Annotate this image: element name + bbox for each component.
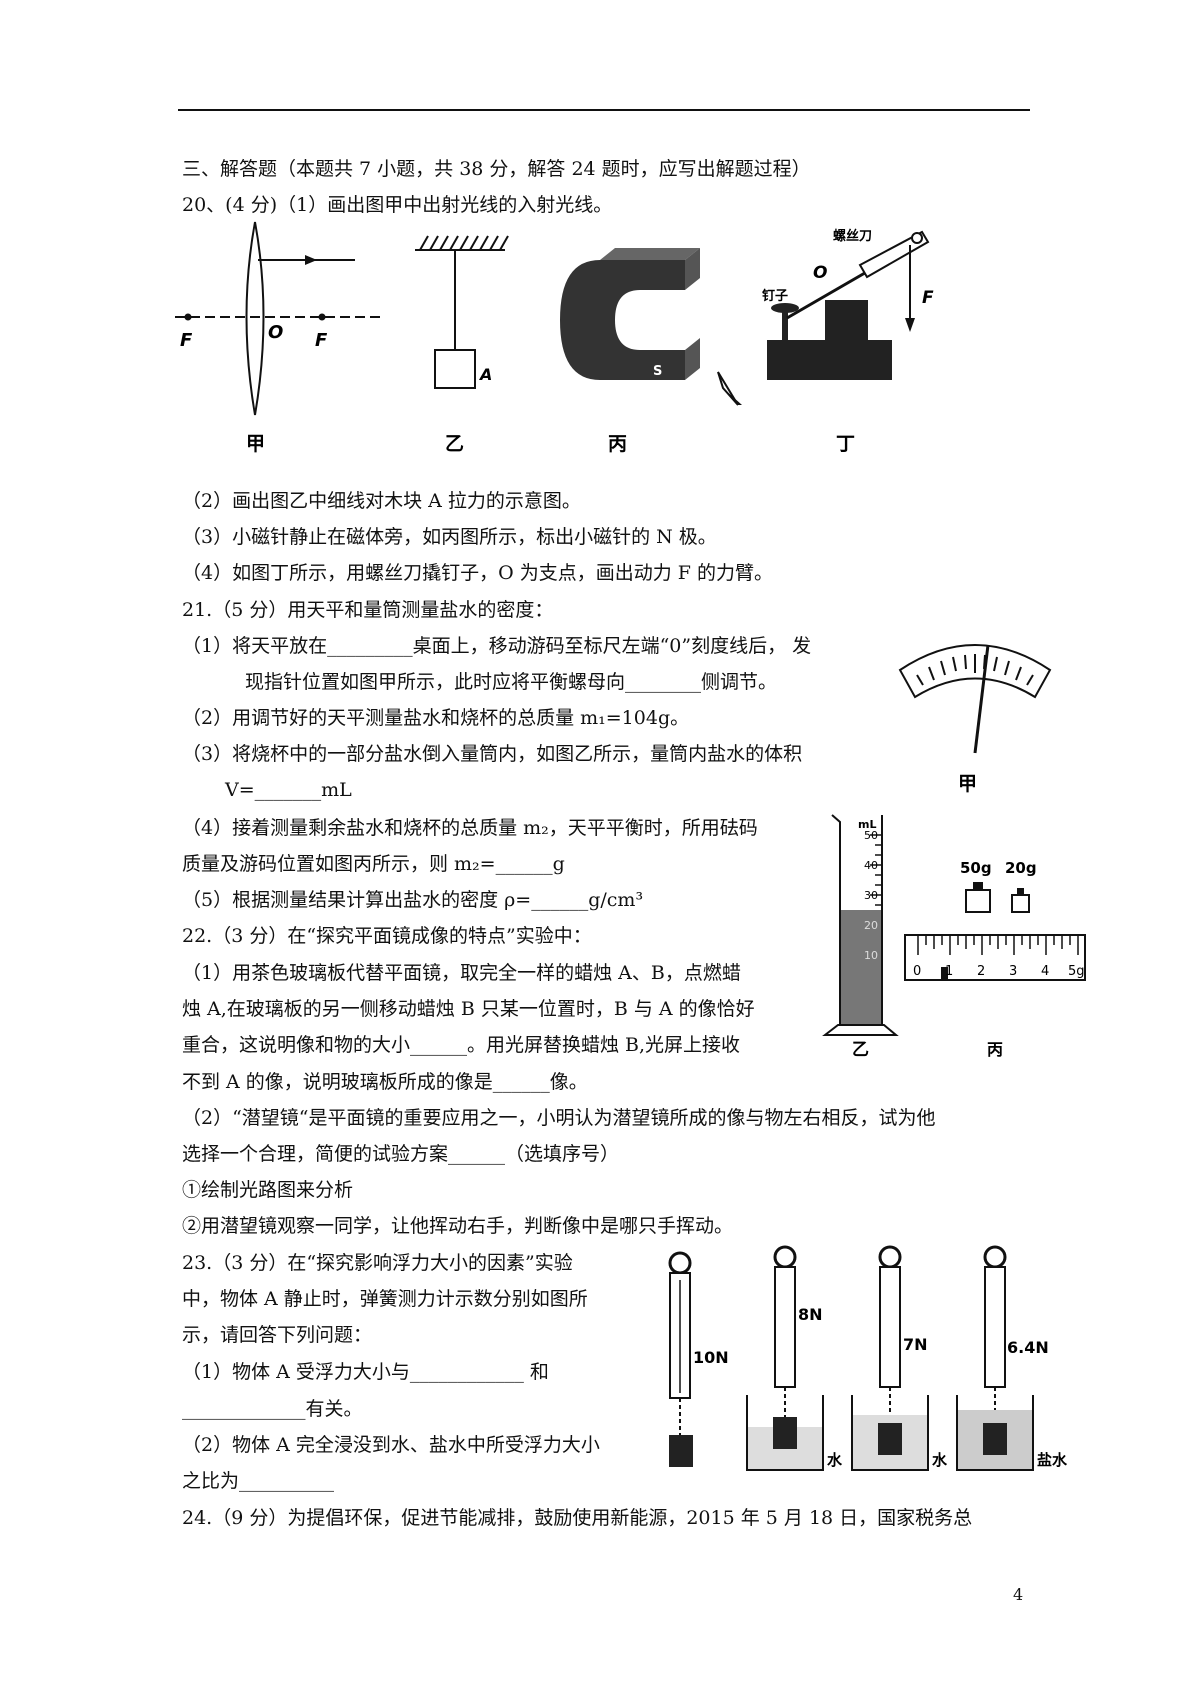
q21-fig-jia-dial: 甲 <box>898 644 1052 795</box>
q21-stem: 21.（5 分）用天平和量筒测量盐水的密度： <box>182 599 554 621</box>
q21-part4a: （4）接着测量剩余盐水和烧杯的总质量 m₂，天平平衡时，所用砝码 <box>182 817 758 839</box>
fig-jia-o: O <box>268 322 283 343</box>
reading-6-4n: 6.4N <box>1007 1338 1049 1357</box>
q23-line4: （1）物体 A 受浮力大小与____________ 和 <box>182 1361 549 1383</box>
fig-ding-o: O <box>813 263 827 283</box>
spring-scale-2: 8N 水 <box>746 1245 843 1471</box>
q21-fig-yi-cylinder: mL 50 40 30 20 10 乙 <box>822 814 899 1060</box>
cylinder-tick-50: 50 <box>864 829 878 842</box>
cylinder-tick-20: 20 <box>864 919 878 932</box>
cylinder-caption: 乙 <box>852 1040 869 1060</box>
q22-part2a: （2）“潜望镜“是平面镜的重要应用之一，小明认为潜望镜所成的像与物左右相反，试为… <box>182 1107 936 1129</box>
q23-line6: （2）物体 A 完全浸没到水、盐水中所受浮力大小 <box>182 1434 600 1456</box>
reading-7n: 7N <box>903 1335 928 1354</box>
q21-part5: （5）根据测量结果计算出盐水的密度 ρ=______g/cm³ <box>182 889 644 911</box>
q21-part3b: V=_______mL <box>225 779 352 801</box>
weights-caption: 丙 <box>987 1040 1003 1059</box>
fig-bing-s: S <box>653 364 662 379</box>
scale-5g: 5g <box>1068 964 1085 979</box>
fig-ding-nail: 钉子 <box>762 288 788 304</box>
cylinder-tick-30: 30 <box>864 889 878 902</box>
fig-jia-f-right: F <box>315 330 328 351</box>
scale-4: 4 <box>1041 964 1049 979</box>
label-water-1: 水 <box>827 1451 843 1469</box>
q22-stem: 22.（3 分）在“探究平面镜成像的特点”实验中： <box>182 925 592 947</box>
spring-scale-4: 6.4N 盐水 <box>956 1245 1068 1471</box>
header-rule <box>178 109 1030 111</box>
spring-scale-3: 7N 水 <box>851 1245 948 1471</box>
cylinder-unit: mL <box>858 818 876 831</box>
q24-stem: 24.（9 分）为提倡环保，促进节能减排，鼓励使用新能源，2015 年 5 月 … <box>182 1507 973 1529</box>
label-brine: 盐水 <box>1037 1451 1068 1469</box>
fig-bing-caption: 丙 <box>608 433 627 455</box>
q23-line7: 之比为__________ <box>182 1470 335 1492</box>
q22-part1b: 烛 A,在玻璃板的另一侧移动蜡烛 B 只某一位置时，B 与 A 的像恰好 <box>182 998 755 1020</box>
q22-part2b: 选择一个合理，简便的试验方案______（选填序号） <box>182 1143 620 1165</box>
fig-bing-magnet: S 丙 <box>560 248 742 455</box>
q23-spring-scales: 10N 8N 水 7N 水 6.4N 盐水 <box>668 1245 1068 1471</box>
cylinder-tick-40: 40 <box>864 859 878 872</box>
cylinder-tick-10: 10 <box>864 949 878 962</box>
q21-part1a: （1）将天平放在_________桌面上，移动游码至标尺左端“0”刻度线后， 发 <box>182 635 812 657</box>
fig-jia-f-left: F <box>180 330 193 351</box>
q23-line1: 23.（3 分）在“探究影响浮力大小的因素”实验 <box>182 1252 573 1274</box>
reading-8n: 8N <box>798 1305 823 1324</box>
q22-option2: ②用潜望镜观察一同学，让他挥动右手，判断像中是哪只手挥动。 <box>182 1215 734 1237</box>
fig-jia-caption: 甲 <box>246 433 265 455</box>
q21-part1b: 现指针位置如图甲所示，此时应将平衡螺母向________侧调节。 <box>245 671 778 693</box>
q21-fig-jia-caption: 甲 <box>958 773 977 795</box>
q23-line5: _____________有关。 <box>182 1398 363 1420</box>
q22-option1: ①绘制光路图来分析 <box>182 1179 354 1201</box>
q21-part2: （2）用调节好的天平测量盐水和烧杯的总质量 m₁=104g。 <box>182 707 690 729</box>
fig-yi-a: A <box>478 365 492 384</box>
q20-part4: （4）如图丁所示，用螺丝刀撬钉子，O 为支点，画出动力 F 的力臂。 <box>182 562 773 584</box>
q22-part1d: 不到 A 的像，说明玻璃板所成的像是______像。 <box>182 1071 588 1093</box>
fig-jia-lens-diagram: F O F 甲 <box>175 221 380 455</box>
scale-0: 0 <box>913 964 921 979</box>
fig-ding-screwdriver: 螺丝刀 <box>833 228 872 244</box>
fig-ding-lever: 螺丝刀 O 钉子 F 丁 <box>762 228 934 455</box>
weight-20g-label: 20g <box>1005 859 1037 877</box>
scale-2: 2 <box>977 964 985 979</box>
q22-part1a: （1）用茶色玻璃板代替平面镜，取完全一样的蜡烛 A、B，点燃蜡 <box>182 962 741 984</box>
fig-yi-caption: 乙 <box>445 433 464 455</box>
section-title: 三、解答题（本题共 7 小题，共 38 分，解答 24 题时，应写出解题过程） <box>182 158 811 180</box>
scale-3: 3 <box>1009 964 1017 979</box>
q21-fig-bing-weights: 50g 20g 0 1 2 3 4 5g 丙 <box>904 859 1086 1059</box>
q20-part3: （3）小磁针静止在磁体旁，如丙图所示，标出小磁针的 N 极。 <box>182 526 717 548</box>
fig-ding-f: F <box>922 288 934 308</box>
fig-ding-caption: 丁 <box>836 433 855 455</box>
q21-part4b: 质量及游码位置如图丙所示，则 m₂=______g <box>182 853 565 875</box>
q20-part2: （2）画出图乙中细线对木块 A 拉力的示意图。 <box>182 490 581 512</box>
spring-scale-1: 10N <box>668 1251 729 1467</box>
q22-part1c: 重合，这说明像和物的大小______。用光屏替换蜡烛 B,光屏上接收 <box>182 1034 741 1056</box>
q23-line2: 中，物体 A 静止时，弹簧测力计示数分别如图所 <box>182 1288 588 1310</box>
scale-1: 1 <box>945 964 953 979</box>
q20-stem: 20、(4 分)（1）画出图甲中出射光线的入射光线。 <box>182 194 613 216</box>
q23-line3: 示，请回答下列问题： <box>182 1324 373 1346</box>
weight-50g-label: 50g <box>960 859 992 877</box>
reading-10n: 10N <box>693 1348 729 1367</box>
q20-figures: F O F 甲 A 乙 S 丙 <box>175 221 934 455</box>
q21-part3a: （3）将烧杯中的一部分盐水倒入量筒内，如图乙所示，量筒内盐水的体积 <box>182 743 803 765</box>
page-number: 4 <box>1013 1585 1024 1604</box>
label-water-2: 水 <box>932 1451 948 1469</box>
fig-yi-hanging-block: A 乙 <box>415 235 509 455</box>
